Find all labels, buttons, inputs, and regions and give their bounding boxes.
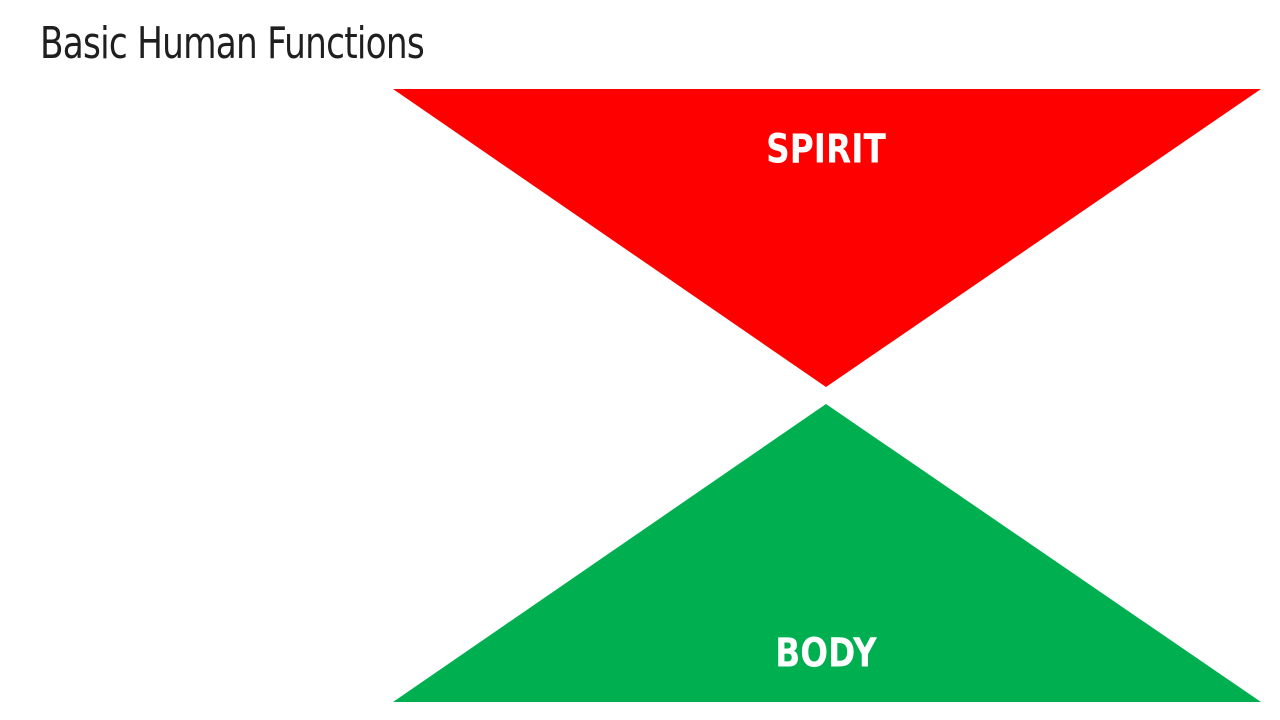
spirit-label: SPIRIT [766,125,886,172]
body-label: BODY [775,629,877,676]
slide-title: Basic Human Functions [40,18,425,69]
spirit-triangle [393,89,1261,387]
body-triangle [393,404,1261,702]
